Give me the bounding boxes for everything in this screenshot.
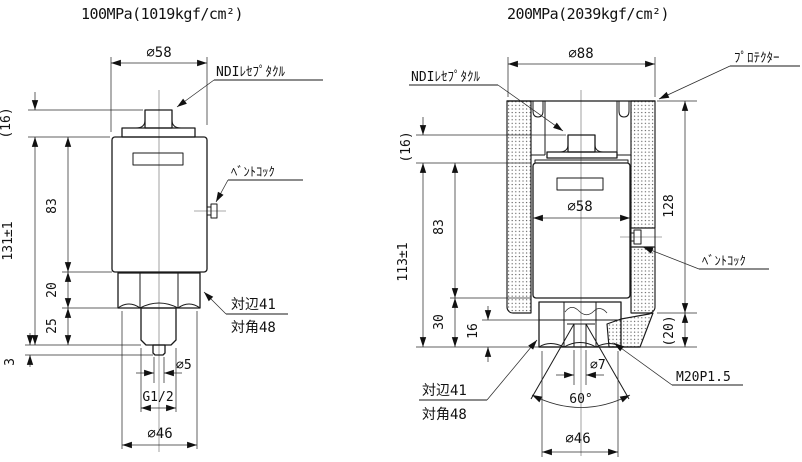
left-dim-tip-length-text: 3 [3,358,18,366]
right-break-line [564,307,608,316]
left-dim-body-length-text: 83 [45,198,60,214]
right-dim-cone-angle-text: 60° [569,392,592,407]
right-cone-edge-left [530,323,575,400]
left-dim-base-dia: ⌀46 [121,311,198,449]
left-dim-tip-dia-text: ⌀5 [176,358,192,373]
left-dim-overall-length-text: 131±1 [1,221,16,260]
right-dim-chain-outer: (16) 113±1 [396,117,697,348]
left-across-flats-text: 対辺41 [231,297,276,313]
right-dim-port-dia-text: ⌀7 [590,358,606,373]
right-dim-body-length-text: 83 [432,219,447,235]
right-bayonet-slot-right [618,101,630,118]
left-dim-chain-inner: 83 20 25 [45,137,118,345]
left-dim-base-dia-text: ⌀46 [147,426,172,442]
left-pressure-port-tip [152,344,166,356]
right-vent-label: ﾍﾞﾝﾄｺｯｸ [642,246,769,270]
left-label-plate [132,152,184,166]
right-hex-label: 対辺41 対角48 [419,339,538,423]
right-dim-chain-right: 128 (20) [657,100,697,347]
right-drawing: 200MPa(2039kgf/cm²) [396,5,800,457]
right-dim-protector-dia-text: ⌀88 [568,46,593,62]
right-mount-thread-text: M20P1.5 [676,370,731,385]
left-transducer-outline [111,109,218,356]
right-dim-body-dia-text: ⌀58 [567,199,592,215]
left-dim-thread-length-text: 25 [45,318,60,334]
left-dim-receptacle-height-text: (16) [0,107,14,138]
left-receptacle-text: NDIﾚｾﾌﾟﾀｸﾙ [216,65,285,80]
right-dim-lower-length-text: 30 [432,314,447,330]
right-dim-protrusion-text: (20) [662,315,677,346]
left-receptacle-label: NDIﾚｾﾌﾟﾀｸﾙ [176,65,323,108]
right-dim-chain-inner: 83 30 16 [432,163,539,362]
right-title: 200MPa(2039kgf/cm²) [507,5,669,23]
left-dim-body-dia-text: ⌀58 [146,45,171,61]
right-protector [506,100,656,348]
right-dim-receptacle-height-text: (16) [399,131,414,162]
right-dim-base-dia: ⌀46 [541,351,619,457]
right-dim-protector-dia: ⌀88 [507,46,656,97]
right-dim-overall-length-text: 113±1 [396,242,411,281]
left-title: 100MPa(1019kgf/cm²) [81,5,243,23]
right-vent-text: ﾍﾞﾝﾄｺｯｸ [702,253,746,268]
left-dim-hex-height-text: 20 [45,282,60,298]
right-across-corners-text: 対角48 [422,407,467,423]
right-dim-body-dia: ⌀58 [533,199,630,222]
left-dim-thread: G1/2 [140,348,177,412]
right-protector-text: ﾌﾟﾛﾃｸﾀｰ [734,51,780,66]
right-label-plate [556,177,604,191]
left-dim-chain-outer: (16) 131±1 3 [0,92,153,367]
left-vent-label: ﾍﾞﾝﾄｺｯｸ [215,164,303,203]
left-dim-body-dia: ⌀58 [110,45,208,132]
left-hex-label: 対辺41 対角48 [203,291,288,336]
right-receptacle-label: NDIﾚｾﾌﾟﾀｸﾙ [409,70,564,132]
left-thread-g12 [140,307,177,346]
right-dim-base-dia-text: ⌀46 [565,431,590,447]
right-dim-protector-length-text: 128 [662,194,677,217]
right-bayonet-slot-left [532,101,544,118]
right-protector-label: ﾌﾟﾛﾃｸﾀｰ [658,51,800,100]
left-dim-tip-dia: ⌀5 [136,357,192,383]
right-dim-hex-height-text: 16 [466,323,481,339]
right-mount-thread-label: M20P1.5 [613,342,743,386]
right-mount-boss-section [606,312,654,348]
left-vent-text: ﾍﾞﾝﾄｺｯｸ [231,164,275,179]
right-receptacle-text: NDIﾚｾﾌﾟﾀｸﾙ [411,70,480,85]
right-cone-edge-right [585,323,630,400]
right-across-flats-text: 対辺41 [422,383,467,399]
right-dim-port-dia: ⌀7 [556,350,606,385]
right-dim-cone-angle: 60° [531,392,631,408]
left-drawing: 100MPa(1019kgf/cm²) [0,5,323,452]
left-dim-thread-text: G1/2 [142,390,173,405]
left-across-corners-text: 対角48 [231,320,276,336]
